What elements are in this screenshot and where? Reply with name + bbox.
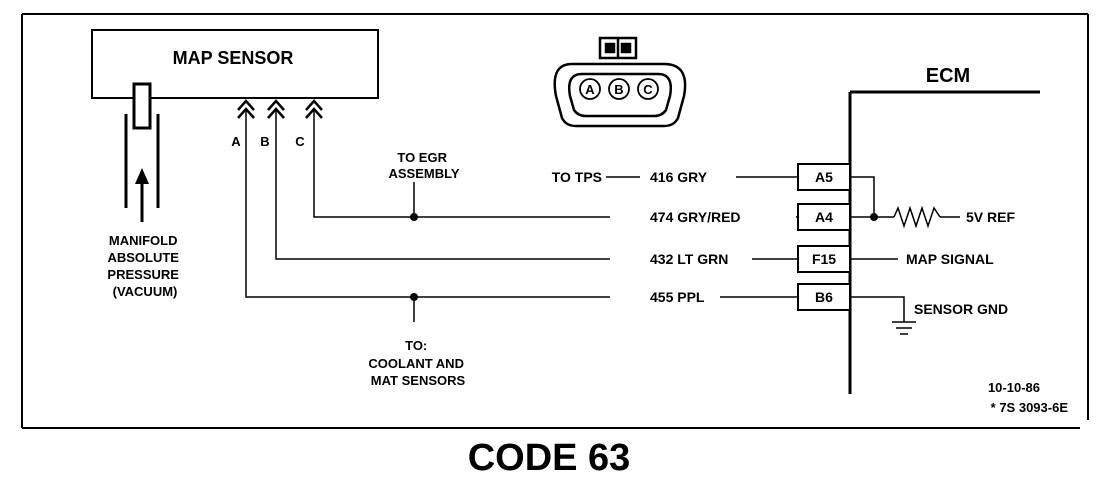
- wire-label-474: 474 GRY/RED: [650, 209, 741, 225]
- footer-ref: * 7S 3093-6E: [991, 400, 1069, 415]
- wire-label-416: 416 GRY: [650, 169, 708, 185]
- connector-icon: [553, 36, 687, 128]
- diagram-frame: [21, 13, 1089, 429]
- ecm-junction-dot: [870, 213, 878, 221]
- connector-pin-b: B: [614, 82, 623, 97]
- sensor-pin-label-b: B: [260, 134, 269, 149]
- connector-pin-c: C: [643, 82, 653, 97]
- vacuum-label: MANIFOLD ABSOLUTE PRESSURE (VACUUM): [107, 233, 182, 299]
- tps-label: TO TPS: [552, 169, 602, 185]
- sensor-pin-label-a: A: [231, 134, 241, 149]
- terminal-a5: A5: [815, 169, 833, 185]
- ecm-title: ECM: [926, 65, 970, 87]
- terminal-box-a4: [797, 203, 851, 231]
- terminal-a4: A4: [815, 209, 833, 225]
- caption: CODE 63: [468, 437, 631, 479]
- terminal-box-f15: [797, 245, 851, 273]
- sensor-wires: [245, 110, 610, 322]
- terminal-box-b6: [797, 283, 851, 311]
- ecm-outline: [848, 90, 1040, 394]
- ecm-5v-ref-label: 5V REF: [966, 209, 1015, 225]
- egr-label: TO EGR ASSEMBLY: [388, 150, 459, 181]
- wire-label-455: 455 PPL: [650, 289, 705, 305]
- wire-label-432: 432 LT GRN: [650, 251, 728, 267]
- terminal-f15: F15: [812, 251, 836, 267]
- egr-splice-dot: [410, 213, 418, 221]
- coolant-label: TO: COOLANT AND MAT SENSORS: [368, 338, 467, 388]
- terminal-box-a5: [797, 163, 851, 191]
- connector-pin-a: A: [585, 82, 595, 97]
- sensor-pin-chevrons-icon: [237, 99, 323, 119]
- map-sensor-title: MAP SENSOR: [173, 48, 294, 68]
- ecm-map-signal-label: MAP SIGNAL: [906, 251, 994, 267]
- ecm-sensor-gnd-label: SENSOR GND: [914, 301, 1008, 317]
- vacuum-arrow-icon: [135, 168, 149, 222]
- ecm-lead-wires: [720, 176, 798, 298]
- vacuum-port: [132, 82, 152, 130]
- sensor-pin-label-c: C: [295, 134, 305, 149]
- coolant-splice-dot: [410, 293, 418, 301]
- vacuum-tube: [124, 114, 160, 208]
- terminal-b6: B6: [815, 289, 833, 305]
- footer-date: 10-10-86: [988, 380, 1040, 395]
